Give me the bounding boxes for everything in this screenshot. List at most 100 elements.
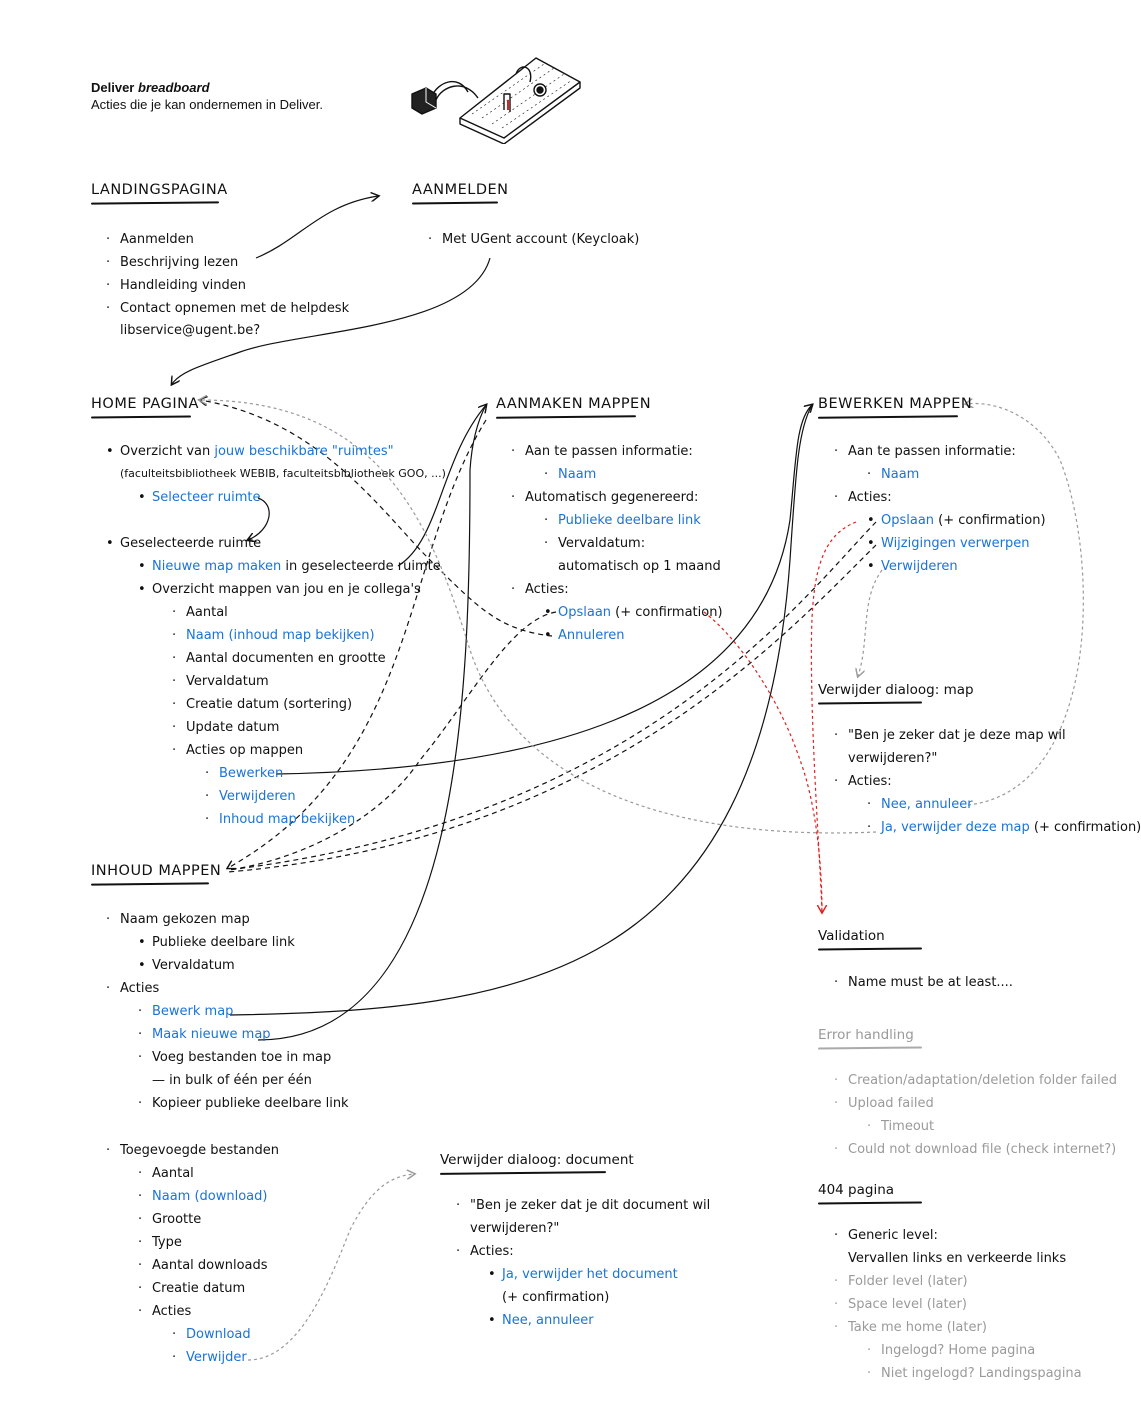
list-item: ·Verwijder bbox=[172, 1350, 247, 1365]
section-errors-title: Error handling bbox=[817, 1027, 923, 1050]
list-item: ·Download bbox=[172, 1327, 251, 1342]
list-item: ·Folder level (later) bbox=[834, 1274, 968, 1289]
list-item: ·Acties: bbox=[511, 582, 569, 597]
folder-name-link[interactable]: Naam (inhoud map bekijken) bbox=[186, 628, 375, 643]
list-item: ·Creatie datum bbox=[138, 1281, 246, 1296]
arrow-inhoud-edit-to-bewerken bbox=[229, 404, 813, 1016]
arrow-select-space bbox=[248, 497, 270, 540]
list-item: ·Nee, annuleer bbox=[867, 797, 973, 812]
list-item: ·Inhoud map bekijken bbox=[205, 812, 356, 827]
list-item: ·Maak nieuwe map bbox=[138, 1027, 271, 1042]
select-space-link[interactable]: Selecteer ruimte bbox=[152, 490, 261, 505]
list-item: ·Timeout bbox=[867, 1119, 935, 1134]
list-item: ·Creatie datum (sortering) bbox=[172, 697, 353, 712]
list-item: ·Naam bbox=[544, 467, 597, 482]
list-item: automatisch op 1 maand bbox=[558, 559, 721, 574]
discard-link[interactable]: Wijzigingen verwerpen bbox=[881, 536, 1030, 551]
list-item: verwijderen?" bbox=[848, 751, 938, 766]
list-item: ·Space level (later) bbox=[834, 1297, 967, 1312]
section-aanmaken-title: AANMAKEN MAPPEN bbox=[495, 396, 651, 419]
list-item: •Publieke deelbare link bbox=[138, 935, 295, 950]
list-item: ·Acties op mappen bbox=[172, 743, 304, 758]
file-download-link[interactable]: Naam (download) bbox=[152, 1189, 268, 1204]
confirm-delete-link[interactable]: Ja, verwijder deze map bbox=[881, 820, 1030, 835]
list-item: ·Acties bbox=[138, 1304, 192, 1319]
list-item: ·Acties bbox=[106, 981, 160, 996]
section-delete-folder-title: Verwijder dialoog: map bbox=[817, 682, 974, 705]
list-item: Vervallen links en verkeerde links bbox=[848, 1251, 1067, 1266]
list-item: ·Update datum bbox=[172, 720, 280, 735]
list-item: ·Naam (inhoud map bekijken) bbox=[172, 628, 375, 643]
list-item: ·Toegevoegde bestanden bbox=[106, 1143, 280, 1158]
list-item: ·Creation/adaptation/deletion folder fai… bbox=[834, 1073, 1117, 1088]
delete-file-link[interactable]: Verwijder bbox=[186, 1350, 247, 1365]
breadboard-sketch-icon bbox=[411, 57, 581, 144]
list-item: ·Automatisch gegenereerd: bbox=[511, 490, 699, 505]
save-link[interactable]: Opslaan bbox=[558, 605, 612, 620]
list-item: ·Aan te passen informatie: bbox=[834, 444, 1016, 459]
delete-folder-link[interactable]: Verwijderen bbox=[219, 789, 296, 804]
arrow-bewerk-save-to-inhoud bbox=[227, 521, 877, 871]
arrow-yes-to-home bbox=[200, 400, 877, 834]
arrow-validate-1 bbox=[703, 611, 822, 912]
list-item: •Opslaan (+ confirmation) bbox=[867, 513, 1046, 528]
arrow-save-to-inhoud bbox=[227, 611, 557, 871]
list-item: ·Bewerk map bbox=[138, 1004, 234, 1019]
list-item: ·Aantal bbox=[172, 605, 228, 620]
list-item: libservice@ugent.be? bbox=[120, 323, 261, 338]
arrow-cancel-to-home bbox=[200, 400, 553, 637]
list-item: •Overzicht mappen van jou en je collega'… bbox=[138, 582, 421, 597]
list-item: ·Acties: bbox=[456, 1244, 514, 1259]
section-home-title: HOME PAGINA bbox=[90, 396, 199, 419]
spaces-note: (faculteitsbibliotheek WEBIB, faculteits… bbox=[120, 467, 446, 480]
list-item: ·Verwijderen bbox=[205, 789, 296, 804]
list-item: ·Grootte bbox=[138, 1212, 202, 1227]
section-landing-title: LANDINGSPAGINA bbox=[90, 182, 228, 205]
confirm-delete-doc-link[interactable]: Ja, verwijder het document bbox=[502, 1267, 678, 1282]
list-item: ·Naam bbox=[867, 467, 920, 482]
list-item: ·Generic level: bbox=[834, 1228, 938, 1243]
new-folder-link[interactable]: Maak nieuwe map bbox=[152, 1027, 271, 1042]
list-item: ·"Ben je zeker dat je deze map wil bbox=[834, 728, 1066, 743]
section-delete-doc-title: Verwijder dialoog: document bbox=[439, 1152, 634, 1175]
arrow-new-folder-to-aanmaken bbox=[397, 405, 486, 567]
arrow-edit-to-bewerken bbox=[275, 405, 812, 775]
list-item: •Nee, annuleer bbox=[488, 1313, 594, 1328]
spaces-link[interactable]: jouw beschikbare "ruimtes" bbox=[214, 444, 394, 459]
list-item: ·Niet ingelogd? Landingspagina bbox=[867, 1366, 1082, 1381]
list-item: ·Bewerken bbox=[205, 766, 284, 781]
section-aanmelden-title: AANMELDEN bbox=[411, 182, 509, 205]
edit-folder-link[interactable]: Bewerken bbox=[219, 766, 284, 781]
list-item: ·Aanmelden bbox=[106, 232, 194, 247]
edit-folder-link[interactable]: Bewerk map bbox=[152, 1004, 234, 1019]
view-folder-link[interactable]: Inhoud map bekijken bbox=[219, 812, 356, 827]
name-field-link[interactable]: Naam bbox=[558, 467, 597, 482]
save-link[interactable]: Opslaan bbox=[881, 513, 935, 528]
list-item: (+ confirmation) bbox=[502, 1290, 610, 1305]
section-validation-title: Validation bbox=[817, 928, 923, 951]
delete-link[interactable]: Verwijderen bbox=[881, 559, 958, 574]
list-item: ·Met UGent account (Keycloak) bbox=[428, 232, 640, 247]
new-folder-link[interactable]: Nieuwe map maken bbox=[152, 559, 282, 574]
list-item: ·Take me home (later) bbox=[834, 1320, 987, 1335]
download-link[interactable]: Download bbox=[186, 1327, 251, 1342]
list-item: ·Vervaldatum: bbox=[544, 536, 646, 551]
list-item: •Ja, verwijder het document bbox=[488, 1267, 678, 1282]
list-item: ·Could not download file (check internet… bbox=[834, 1142, 1117, 1157]
list-item: ·Kopieer publieke deelbare link bbox=[138, 1096, 349, 1111]
cancel-delete-link[interactable]: Nee, annuleer bbox=[881, 797, 973, 812]
arrow-no-to-bewerken bbox=[966, 403, 1084, 806]
list-item: ·"Ben je zeker dat je dit document wil bbox=[456, 1198, 711, 1213]
list-item: ·Naam (download) bbox=[138, 1189, 268, 1204]
arrow-landing-to-aanmelden bbox=[255, 196, 378, 259]
list-item: ·Aantal downloads bbox=[138, 1258, 268, 1273]
name-field-link[interactable]: Naam bbox=[881, 467, 920, 482]
cancel-delete-doc-link[interactable]: Nee, annuleer bbox=[502, 1313, 594, 1328]
list-item: ·Ingelogd? Home pagina bbox=[867, 1343, 1036, 1358]
cancel-link[interactable]: Annuleren bbox=[558, 628, 625, 643]
arrow-delete-to-dialog bbox=[858, 569, 883, 676]
section-404-title: 404 pagina bbox=[817, 1182, 923, 1205]
arrow-naam-to-inhoud bbox=[228, 419, 487, 868]
public-link[interactable]: Publieke deelbare link bbox=[558, 513, 701, 528]
list-item: ·Handleiding vinden bbox=[106, 278, 246, 293]
